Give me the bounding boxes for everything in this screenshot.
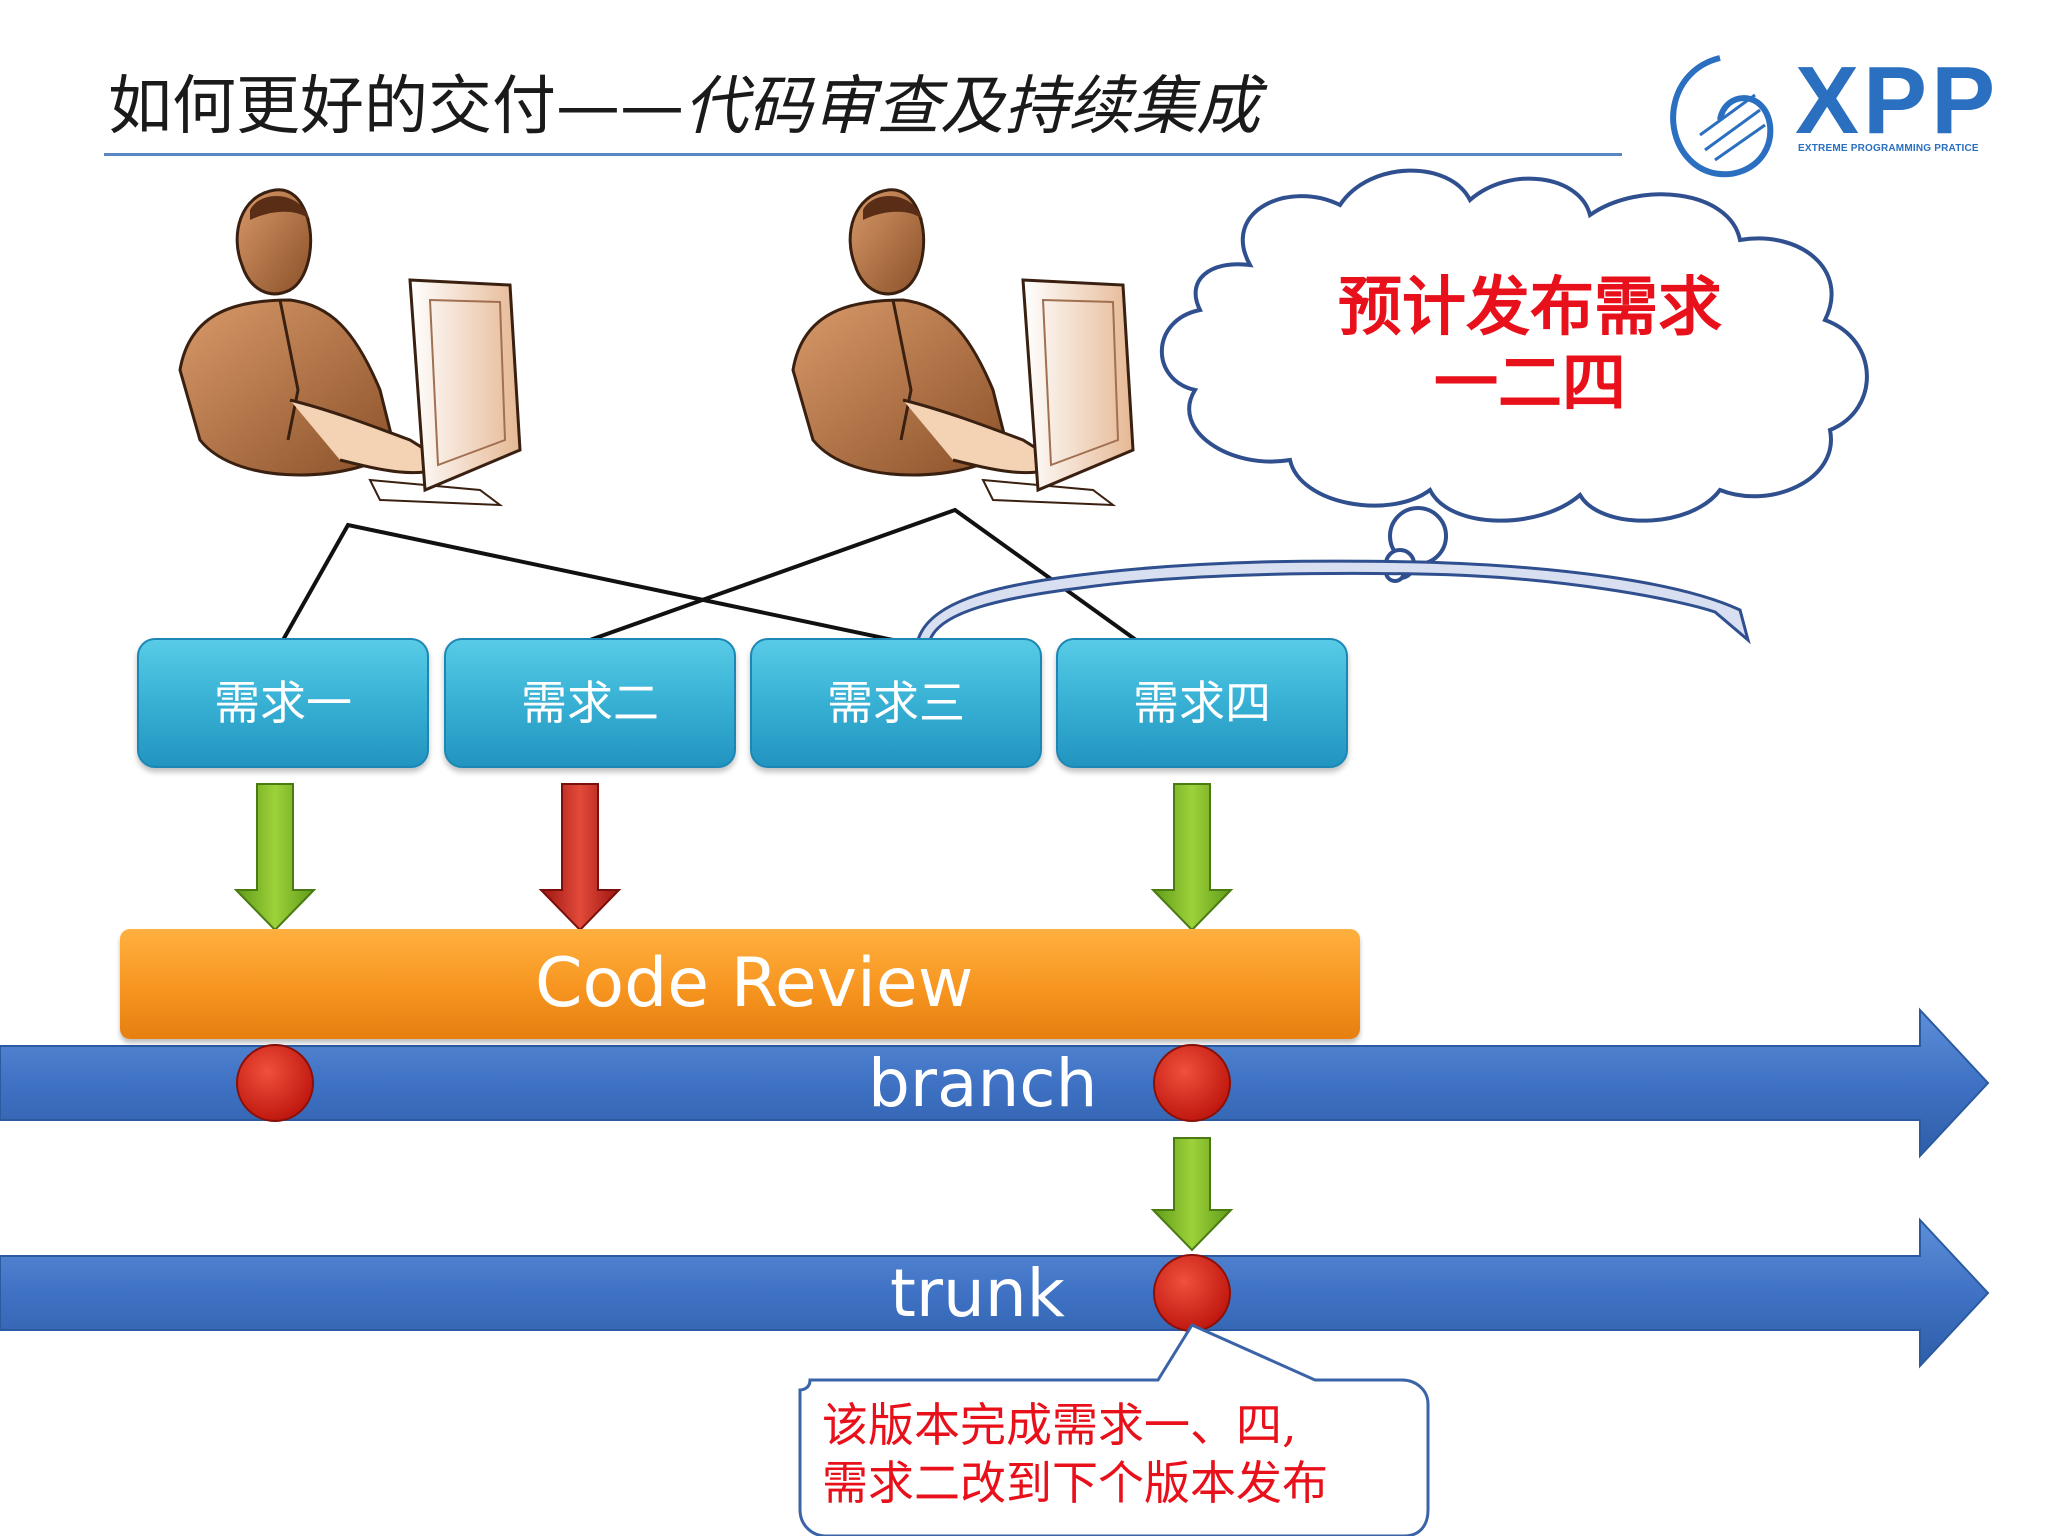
thought-bubble-cloud xyxy=(1159,168,1869,583)
callout-line-2: 需求二改到下个版本发布 xyxy=(822,1456,1328,1510)
trunk-arrow xyxy=(0,1217,1990,1369)
code-review-bar: Code Review xyxy=(120,929,1360,1039)
logo-subtitle: EXTREME PROGRAMMING PRATICE xyxy=(1798,143,1979,154)
accept-arrow-req4 xyxy=(1150,783,1234,932)
callout-line-1: 该版本完成需求一、四, xyxy=(822,1398,1297,1452)
bubble-curve-arrow xyxy=(915,559,1751,645)
branch-commit-dot-req4 xyxy=(1153,1044,1231,1122)
thought-line-2: 一二四 xyxy=(1434,347,1626,421)
requirement-box-3: 需求三 xyxy=(750,638,1042,768)
trunk-release-dot xyxy=(1153,1254,1231,1332)
assignment-lines xyxy=(281,507,1138,642)
title-main: 如何更好的交付—— xyxy=(108,70,684,144)
title-subtitle: 代码审查及持续集成 xyxy=(684,70,1260,144)
thought-line-1: 预计发布需求 xyxy=(1338,271,1722,345)
developer-1-icon xyxy=(178,188,522,507)
title-underline xyxy=(104,153,1622,156)
merge-arrow xyxy=(1150,1137,1234,1252)
reject-arrow-req2 xyxy=(538,783,622,932)
requirement-box-1: 需求一 xyxy=(137,638,429,768)
trunk-label: trunk xyxy=(890,1255,1065,1332)
branch-commit-dot-req1 xyxy=(236,1044,314,1122)
thought-bubble-text: 预计发布需求 一二四 xyxy=(1290,270,1770,422)
requirement-box-4: 需求四 xyxy=(1056,638,1348,768)
logo-wordmark: XPP xyxy=(1795,47,2000,154)
code-review-label: Code Review xyxy=(535,944,974,1023)
xpp-logo-icon xyxy=(1670,55,1774,178)
developer-2-icon xyxy=(791,188,1135,507)
requirement-box-2: 需求二 xyxy=(444,638,736,768)
branch-label: branch xyxy=(868,1045,1098,1122)
branch-arrow xyxy=(0,1007,1990,1159)
release-callout-text: 该版本完成需求一、四, 需求二改到下个版本发布 xyxy=(822,1396,1422,1512)
page-title: 如何更好的交付——代码审查及持续集成 xyxy=(108,62,1260,152)
accept-arrow-req1 xyxy=(233,783,317,932)
